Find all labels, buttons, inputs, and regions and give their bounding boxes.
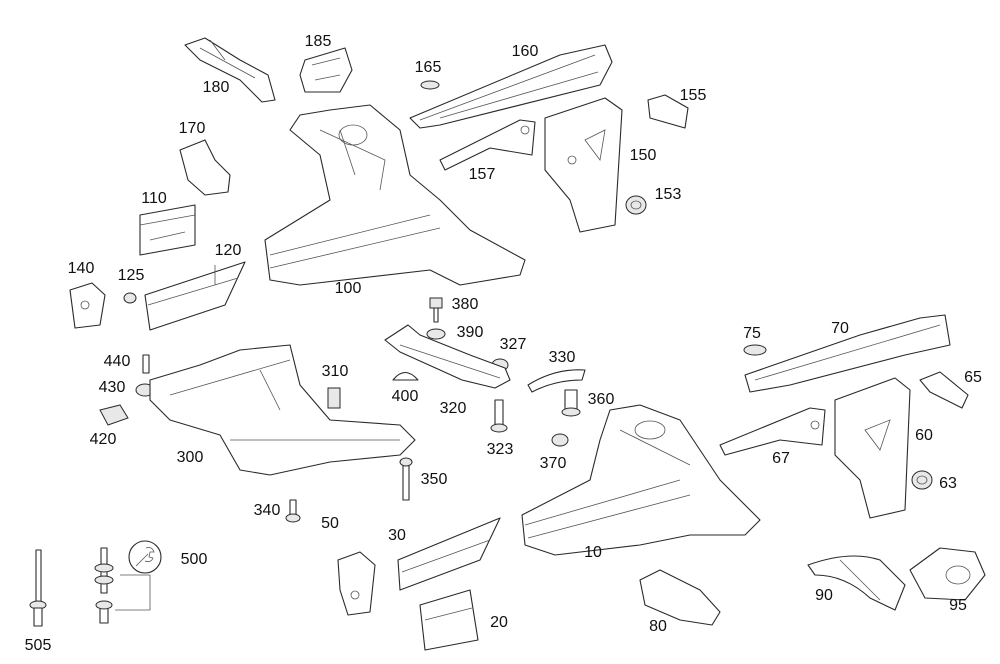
part-320[interactable]	[384, 324, 511, 389]
part-90[interactable]	[807, 555, 906, 611]
part-370[interactable]	[551, 433, 569, 447]
part-330[interactable]	[527, 369, 586, 393]
part-400[interactable]	[392, 371, 419, 381]
part-340[interactable]	[285, 499, 301, 523]
callout-153[interactable]: 153	[654, 186, 682, 203]
callout-10[interactable]: 10	[584, 544, 602, 561]
callout-170[interactable]: 170	[178, 120, 206, 137]
callout-95[interactable]: 95	[949, 597, 967, 614]
callout-20[interactable]: 20	[490, 614, 508, 631]
callout-180[interactable]: 180	[202, 79, 230, 96]
callout-90[interactable]: 90	[815, 587, 833, 604]
callout-400[interactable]: 400	[391, 388, 419, 405]
callout-150[interactable]: 150	[629, 147, 657, 164]
part-165[interactable]	[420, 80, 440, 90]
callout-370[interactable]: 370	[539, 455, 567, 472]
part-10[interactable]	[521, 404, 761, 556]
callout-500[interactable]: 500	[180, 551, 208, 568]
part-380[interactable]	[429, 297, 443, 323]
part-120[interactable]	[144, 261, 246, 331]
part-440[interactable]	[142, 354, 150, 374]
part-70[interactable]	[744, 314, 951, 393]
callout-340[interactable]: 340	[253, 502, 281, 519]
callout-70[interactable]: 70	[831, 320, 849, 337]
part-140[interactable]	[69, 282, 106, 329]
part-160[interactable]	[409, 44, 613, 129]
callout-420[interactable]: 420	[89, 431, 117, 448]
callout-360[interactable]: 360	[587, 391, 615, 408]
part-67[interactable]	[719, 407, 826, 456]
part-155[interactable]	[647, 94, 689, 129]
part-505[interactable]	[29, 549, 47, 627]
callout-165[interactable]: 165	[414, 59, 442, 76]
callout-110[interactable]: 110	[141, 190, 167, 207]
callout-80[interactable]: 80	[649, 618, 667, 635]
callout-310[interactable]: 310	[321, 363, 349, 380]
part-390[interactable]	[426, 328, 446, 340]
callout-185[interactable]: 185	[304, 33, 332, 50]
wrench-icon	[128, 540, 162, 574]
callout-125[interactable]: 125	[117, 267, 145, 284]
part-323[interactable]	[490, 399, 508, 433]
callout-380[interactable]: 380	[451, 296, 479, 313]
callout-60[interactable]: 60	[915, 427, 933, 444]
part-310[interactable]	[327, 387, 341, 409]
part-180[interactable]	[184, 37, 276, 103]
part-150[interactable]	[544, 97, 623, 233]
part-80[interactable]	[639, 569, 721, 626]
callout-50[interactable]: 50	[321, 515, 339, 532]
callout-350[interactable]: 350	[420, 471, 448, 488]
callout-157[interactable]: 157	[468, 166, 496, 183]
part-50[interactable]	[337, 551, 376, 616]
callout-67[interactable]: 67	[772, 450, 790, 467]
callout-30[interactable]: 30	[388, 527, 406, 544]
callout-155[interactable]: 155	[679, 87, 707, 104]
part-75[interactable]	[743, 344, 767, 356]
part-360[interactable]	[561, 389, 581, 417]
part-125[interactable]	[123, 292, 137, 304]
callout-323[interactable]: 323	[486, 441, 514, 458]
part-60[interactable]	[834, 377, 911, 519]
callout-390[interactable]: 390	[456, 324, 484, 341]
callout-160[interactable]: 160	[511, 43, 539, 60]
callout-505[interactable]: 505	[24, 637, 52, 654]
part-95[interactable]	[909, 547, 986, 601]
callout-430[interactable]: 430	[98, 379, 126, 396]
callout-300[interactable]: 300	[176, 449, 204, 466]
part-30[interactable]	[397, 517, 501, 591]
callout-120[interactable]: 120	[214, 242, 242, 259]
part-170[interactable]	[179, 139, 231, 196]
part-185[interactable]	[299, 47, 353, 93]
part-420[interactable]	[99, 404, 129, 426]
callout-65[interactable]: 65	[964, 369, 982, 386]
part-65[interactable]	[919, 371, 969, 409]
callout-440[interactable]: 440	[103, 353, 131, 370]
part-350[interactable]	[399, 457, 413, 501]
part-63[interactable]	[911, 470, 933, 490]
part-157[interactable]	[439, 119, 536, 171]
part-500[interactable]	[94, 547, 151, 624]
callout-330[interactable]: 330	[548, 349, 576, 366]
callout-63[interactable]: 63	[939, 475, 957, 492]
part-100[interactable]	[264, 104, 526, 286]
callout-140[interactable]: 140	[67, 260, 95, 277]
part-300[interactable]	[149, 344, 416, 476]
part-153[interactable]	[625, 195, 647, 215]
callout-100[interactable]: 100	[334, 280, 362, 297]
callout-327[interactable]: 327	[499, 336, 527, 353]
callout-320[interactable]: 320	[439, 400, 467, 417]
callout-75[interactable]: 75	[743, 325, 761, 342]
part-20[interactable]	[419, 589, 479, 651]
part-110[interactable]	[139, 204, 196, 256]
